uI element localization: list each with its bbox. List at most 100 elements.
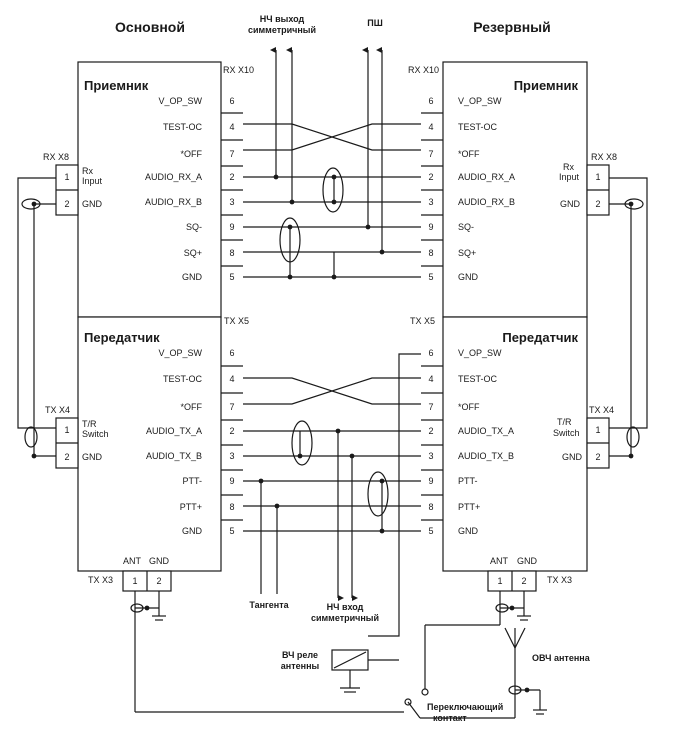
reserve-rx-x8-tag: RX X8 [591, 152, 617, 162]
side-label: GND [560, 199, 581, 209]
pin-label: SQ+ [184, 248, 202, 258]
nch-in-label-2: симметричный [311, 613, 379, 623]
pin-label: PTT+ [458, 502, 480, 512]
side-label: Rx [82, 166, 93, 176]
pin-label: AUDIO_TX_B [146, 451, 202, 461]
header-reserve: Резервный [473, 19, 551, 35]
pin-label: TEST-OC [458, 374, 498, 384]
pin-number: 3 [428, 451, 433, 461]
main-coax [17, 177, 56, 457]
switch-label-2: контакт [433, 713, 467, 723]
pin-number: 1 [595, 425, 600, 435]
antenna-wiring [130, 591, 547, 719]
pin-number: 3 [229, 451, 234, 461]
reserve-receiver-box [442, 61, 588, 318]
pin-number: 6 [428, 96, 433, 106]
pin-number: 1 [132, 576, 137, 586]
pin-number: 8 [229, 248, 234, 258]
pin-number: 2 [428, 426, 433, 436]
pin-label: AUDIO_RX_A [458, 172, 515, 182]
pin-number: 2 [64, 452, 69, 462]
pin-number: 5 [428, 526, 433, 536]
reserve-tx-x4-tag: TX X4 [589, 405, 614, 415]
reserve-tx-x3-tag: TX X3 [547, 575, 572, 585]
pin-number: 9 [428, 222, 433, 232]
pin-number: 1 [595, 172, 600, 182]
pin-label: AUDIO_TX_B [458, 451, 514, 461]
pin-number: 2 [595, 452, 600, 462]
nch-out-label: НЧ выход [260, 14, 305, 24]
main-transmitter-title: Передатчик [84, 330, 160, 345]
pin-label: *OFF [181, 149, 203, 159]
tx-junctions [258, 428, 385, 534]
pin-label: GND [458, 526, 479, 536]
pin-label: V_OP_SW [458, 96, 502, 106]
pin-label: AUDIO_RX_B [145, 197, 202, 207]
side-label: Input [82, 176, 103, 186]
pin-label: GND [182, 526, 203, 536]
main-rx-pins: V_OP_SW 6 TEST-OC 4 *OFF 7 AUDIO_RX_A 2 … [145, 96, 235, 282]
pin-label: AUDIO_RX_B [458, 197, 515, 207]
pin-number: 5 [229, 526, 234, 536]
pin-number: 6 [428, 348, 433, 358]
pin-label: TEST-OC [458, 122, 498, 132]
pin-label: AUDIO_RX_A [145, 172, 202, 182]
pin-number: 4 [229, 374, 234, 384]
reserve-rx-x10-tag: RX X10 [408, 65, 439, 75]
pin-number: 9 [229, 476, 234, 486]
main-tx-x4-tag: TX X4 [45, 405, 70, 415]
side-label: T/R [82, 419, 97, 429]
reserve-transmitter-title: Передатчик [502, 330, 578, 345]
pin-number: 7 [428, 149, 433, 159]
pin-number: 8 [428, 502, 433, 512]
pin-label: AUDIO_TX_A [146, 426, 202, 436]
ant-label: ANT [490, 556, 509, 566]
pin-label: GND [182, 272, 203, 282]
rx-wires [243, 47, 421, 278]
pin-label: *OFF [458, 149, 480, 159]
pin-label: SQ+ [458, 248, 476, 258]
pin-number: 1 [497, 576, 502, 586]
pin-label: GND [458, 272, 479, 282]
rx-junctions [273, 174, 385, 280]
nch-in-label: НЧ вход [327, 602, 364, 612]
reserve-coax [609, 177, 648, 457]
pin-number: 4 [428, 374, 433, 384]
pin-number: 8 [229, 502, 234, 512]
pin-number: 7 [229, 402, 234, 412]
pin-number: 7 [229, 149, 234, 159]
pin-number: 3 [229, 197, 234, 207]
tx-wires [243, 353, 421, 637]
pin-number: 4 [229, 122, 234, 132]
main-rx-x10-tag: RX X10 [223, 65, 254, 75]
reserve-tx-pins: 6 V_OP_SW 4 TEST-OC 7 *OFF 2 AUDIO_TX_A … [428, 348, 514, 536]
pin-number: 4 [428, 122, 433, 132]
pin-number: 9 [229, 222, 234, 232]
switch-label: Переключающий [427, 702, 503, 712]
pin-number: 2 [64, 199, 69, 209]
gnd-label: GND [517, 556, 538, 566]
nch-out-label-2: симметричный [248, 25, 316, 35]
psh-label: ПШ [367, 18, 383, 28]
pin-label: PTT+ [180, 502, 202, 512]
main-receiver-box [77, 61, 222, 318]
ant-label: ANT [123, 556, 142, 566]
pin-number: 6 [229, 348, 234, 358]
antenna-label: ОВЧ антенна [532, 653, 591, 663]
pin-separators [221, 112, 443, 521]
side-label: GND [562, 452, 583, 462]
main-receiver-title: Приемник [84, 78, 149, 93]
side-label: Input [559, 172, 580, 182]
pin-number: 2 [521, 576, 526, 586]
pin-number: 1 [64, 425, 69, 435]
relay-label-2: антенны [281, 661, 320, 671]
pin-number: 2 [428, 172, 433, 182]
pin-number: 6 [229, 96, 234, 106]
pin-number: 2 [595, 199, 600, 209]
pin-number: 9 [428, 476, 433, 486]
side-label: Rx [563, 162, 574, 172]
pin-number: 5 [229, 272, 234, 282]
pin-label: SQ- [458, 222, 474, 232]
pin-number: 8 [428, 248, 433, 258]
side-label: GND [82, 199, 103, 209]
